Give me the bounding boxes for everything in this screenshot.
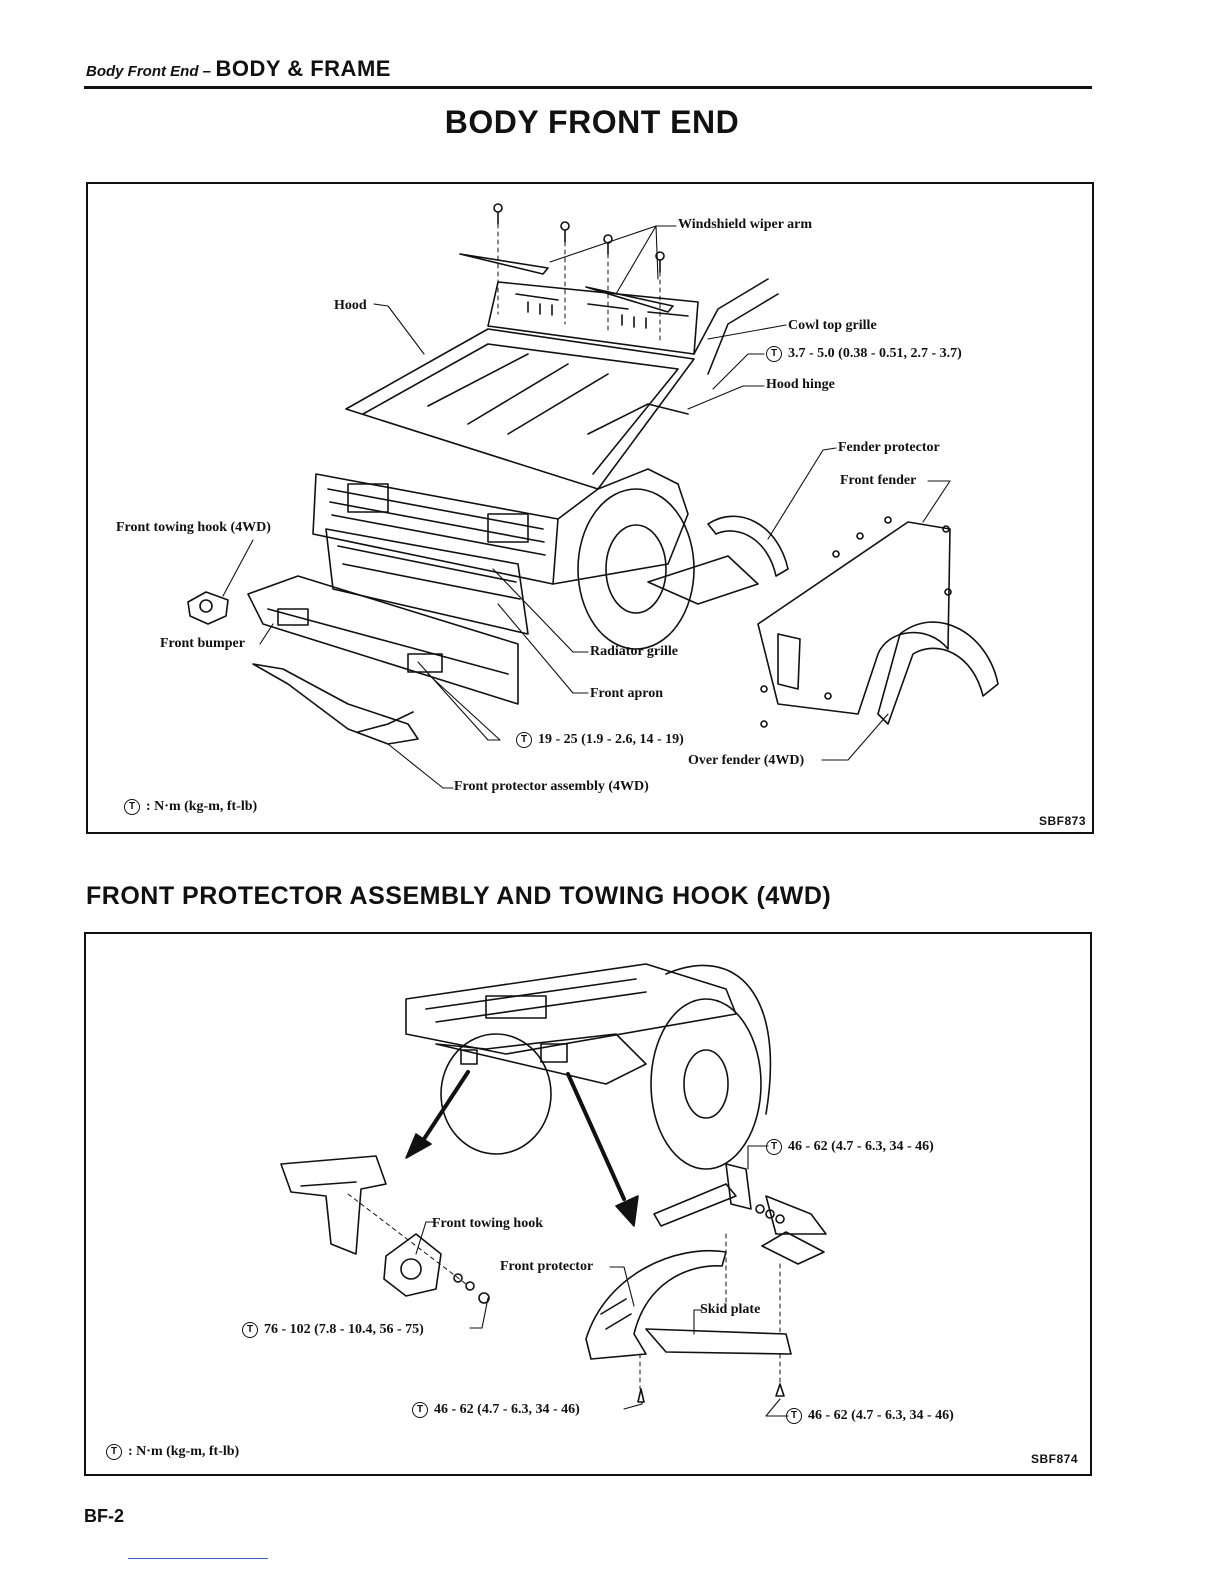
torque-icon: T [516,732,532,748]
label-windshield-wiper-arm: Windshield wiper arm [678,217,813,232]
torque-icon: T [242,1322,258,1338]
label-cowl-top-grille: Cowl top grille [788,318,877,333]
torque-icon: T [106,1444,122,1460]
header-section: Body Front End – [86,63,211,80]
torque-icon: T [786,1408,802,1424]
running-header: Body Front End – BODY & FRAME [86,56,391,82]
label-front-protector: Front protector [500,1259,594,1274]
label-front-bumper: Front bumper [160,636,245,651]
figure-body-front-end: Windshield wiper arm Hood Cowl top grill… [86,182,1094,834]
torque-icon: T [766,1139,782,1155]
label-front-towing-hook: Front towing hook [432,1216,543,1231]
torque-legend: T: N·m (kg-m, ft-lb) [124,799,257,815]
exploded-view-illustration [187,203,999,789]
label-radiator-grille: Radiator grille [590,644,679,659]
protector-hook-illustration [280,963,827,1417]
page-number: BF-2 [84,1506,124,1526]
label-hood-hinge: Hood hinge [766,377,835,392]
label-front-fender: Front fender [840,473,917,488]
figure-code: SBF873 [1038,814,1086,828]
label-skid-plate: Skid plate [700,1302,761,1317]
torque-icon: T [124,799,140,815]
label-front-towing-hook-4wd: Front towing hook (4WD) [116,520,271,535]
figure-code: SBF874 [1030,1452,1078,1466]
label-front-protector-assembly: Front protector assembly (4WD) [454,779,649,794]
page-title: BODY FRONT END [444,104,740,140]
label-hood: Hood [334,298,367,313]
label-over-fender-4wd: Over fender (4WD) [688,753,805,768]
torque-icon: T [766,346,782,362]
label-front-apron: Front apron [590,686,663,701]
torque-legend: T: N·m (kg-m, ft-lb) [106,1444,239,1460]
header-rule [84,86,1092,89]
section-title: FRONT PROTECTOR ASSEMBLY AND TOWING HOOK… [86,882,832,910]
torque-icon: T [412,1402,428,1418]
header-chapter: BODY & FRAME [215,56,391,81]
label-fender-protector: Fender protector [838,440,940,455]
decorative-underline [128,1558,268,1559]
